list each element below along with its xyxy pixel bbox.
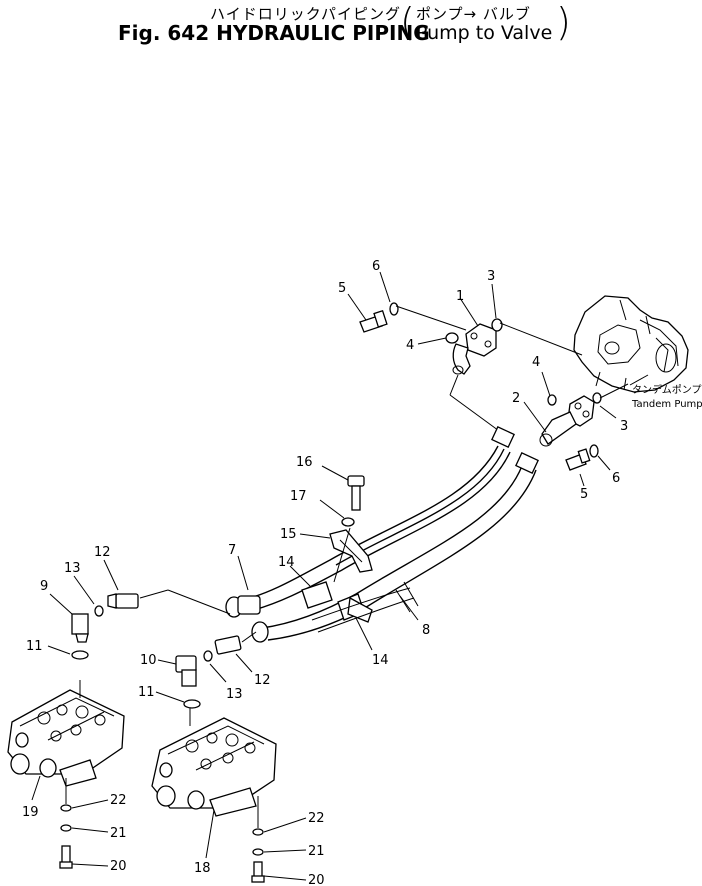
callout-10: 10: [140, 653, 157, 668]
title-block: ハイドロリックパイピング Fig. 642 HYDRAULIC PIPING (…: [0, 0, 702, 60]
callout-13-left: 13: [64, 561, 81, 576]
callout-1: 1: [456, 289, 464, 304]
control-valve-18: [151, 708, 277, 817]
washer-21-left: [60, 824, 72, 832]
hose-8: [251, 451, 539, 643]
washer-22-right: [252, 828, 264, 836]
adapter-12-right: [214, 635, 242, 655]
callout-22-left: 22: [110, 793, 127, 808]
bolt-5-lower: [565, 448, 591, 471]
fitting-4-upper: [445, 332, 459, 344]
close-paren: ): [556, 0, 571, 44]
callout-5-lower: 5: [580, 487, 588, 502]
callout-21-left: 21: [110, 826, 127, 841]
callout-7: 7: [228, 543, 236, 558]
tandem-pump-label-en: Tandem Pump: [631, 399, 702, 410]
washer-6-lower: [589, 444, 599, 458]
bolt-20-left: [59, 845, 73, 869]
washer-21-right: [252, 848, 264, 856]
callout-19: 19: [22, 805, 39, 820]
callout-15: 15: [280, 527, 297, 542]
subtitle-japanese: ポンプ→ バルブ: [416, 5, 531, 23]
callout-2: 2: [512, 391, 520, 406]
callout-20-right: 20: [308, 873, 325, 886]
callout-13-right: 13: [226, 687, 243, 702]
bolt-16: [347, 475, 365, 511]
callout-11-left: 11: [26, 639, 43, 654]
bolt-20-right: [251, 861, 265, 883]
elbow-10: [175, 655, 197, 687]
callout-4-lower: 4: [532, 355, 540, 370]
callout-16: 16: [296, 455, 313, 470]
callout-6-upper: 6: [372, 259, 380, 274]
flange-upper: [445, 323, 497, 375]
callout-9: 9: [40, 579, 48, 594]
hose-clamp-14-left: [301, 581, 333, 609]
callout-14-left: 14: [278, 555, 295, 570]
bracket-15: [329, 529, 373, 573]
callout-8: 8: [422, 623, 430, 638]
o-ring-13-left: [94, 605, 104, 617]
callout-12-left: 12: [94, 545, 111, 560]
callout-21-right: 21: [308, 844, 325, 859]
callout-4-upper: 4: [406, 338, 414, 353]
callout-20-left: 20: [110, 859, 127, 874]
o-ring-11-right: [183, 699, 201, 709]
o-ring-13-right: [203, 650, 213, 662]
o-ring-3-upper: [491, 318, 503, 332]
fitting-4-lower: [547, 394, 557, 406]
bolt-5-upper: [359, 309, 388, 333]
callout-12-right: 12: [254, 673, 271, 688]
callout-5-upper: 5: [338, 281, 346, 296]
title-japanese: ハイドロリックパイピング: [210, 5, 401, 23]
tandem-pump-label-jp: タンデムポンプ: [632, 383, 702, 396]
washer-22-left: [60, 804, 72, 812]
figure-title: Fig. 642 HYDRAULIC PIPING: [118, 21, 430, 45]
open-paren: (: [400, 0, 415, 44]
callout-18: 18: [194, 861, 211, 876]
washer-6-upper: [389, 302, 399, 316]
subtitle-english: Pump to Valve: [416, 22, 553, 44]
callout-6-lower: 6: [612, 471, 620, 486]
callout-22-right: 22: [308, 811, 325, 826]
washer-17: [341, 517, 355, 527]
callout-3-upper: 3: [487, 269, 495, 284]
control-valve-19: [7, 680, 125, 787]
leader-tandem-pump: [629, 374, 649, 386]
hose-clamp-14-right: [337, 593, 373, 623]
elbow-9: [71, 613, 89, 643]
callout-17: 17: [290, 489, 307, 504]
adapter-12-left: [107, 593, 139, 609]
callout-3-lower: 3: [620, 419, 628, 434]
tandem-pump: [573, 295, 689, 393]
flange-lower: [539, 395, 595, 447]
o-ring-3-lower: [592, 392, 602, 404]
callout-11-right: 11: [138, 685, 155, 700]
o-ring-11-left: [71, 650, 89, 660]
callout-14-right: 14: [372, 653, 389, 668]
hose-7: [225, 425, 515, 618]
